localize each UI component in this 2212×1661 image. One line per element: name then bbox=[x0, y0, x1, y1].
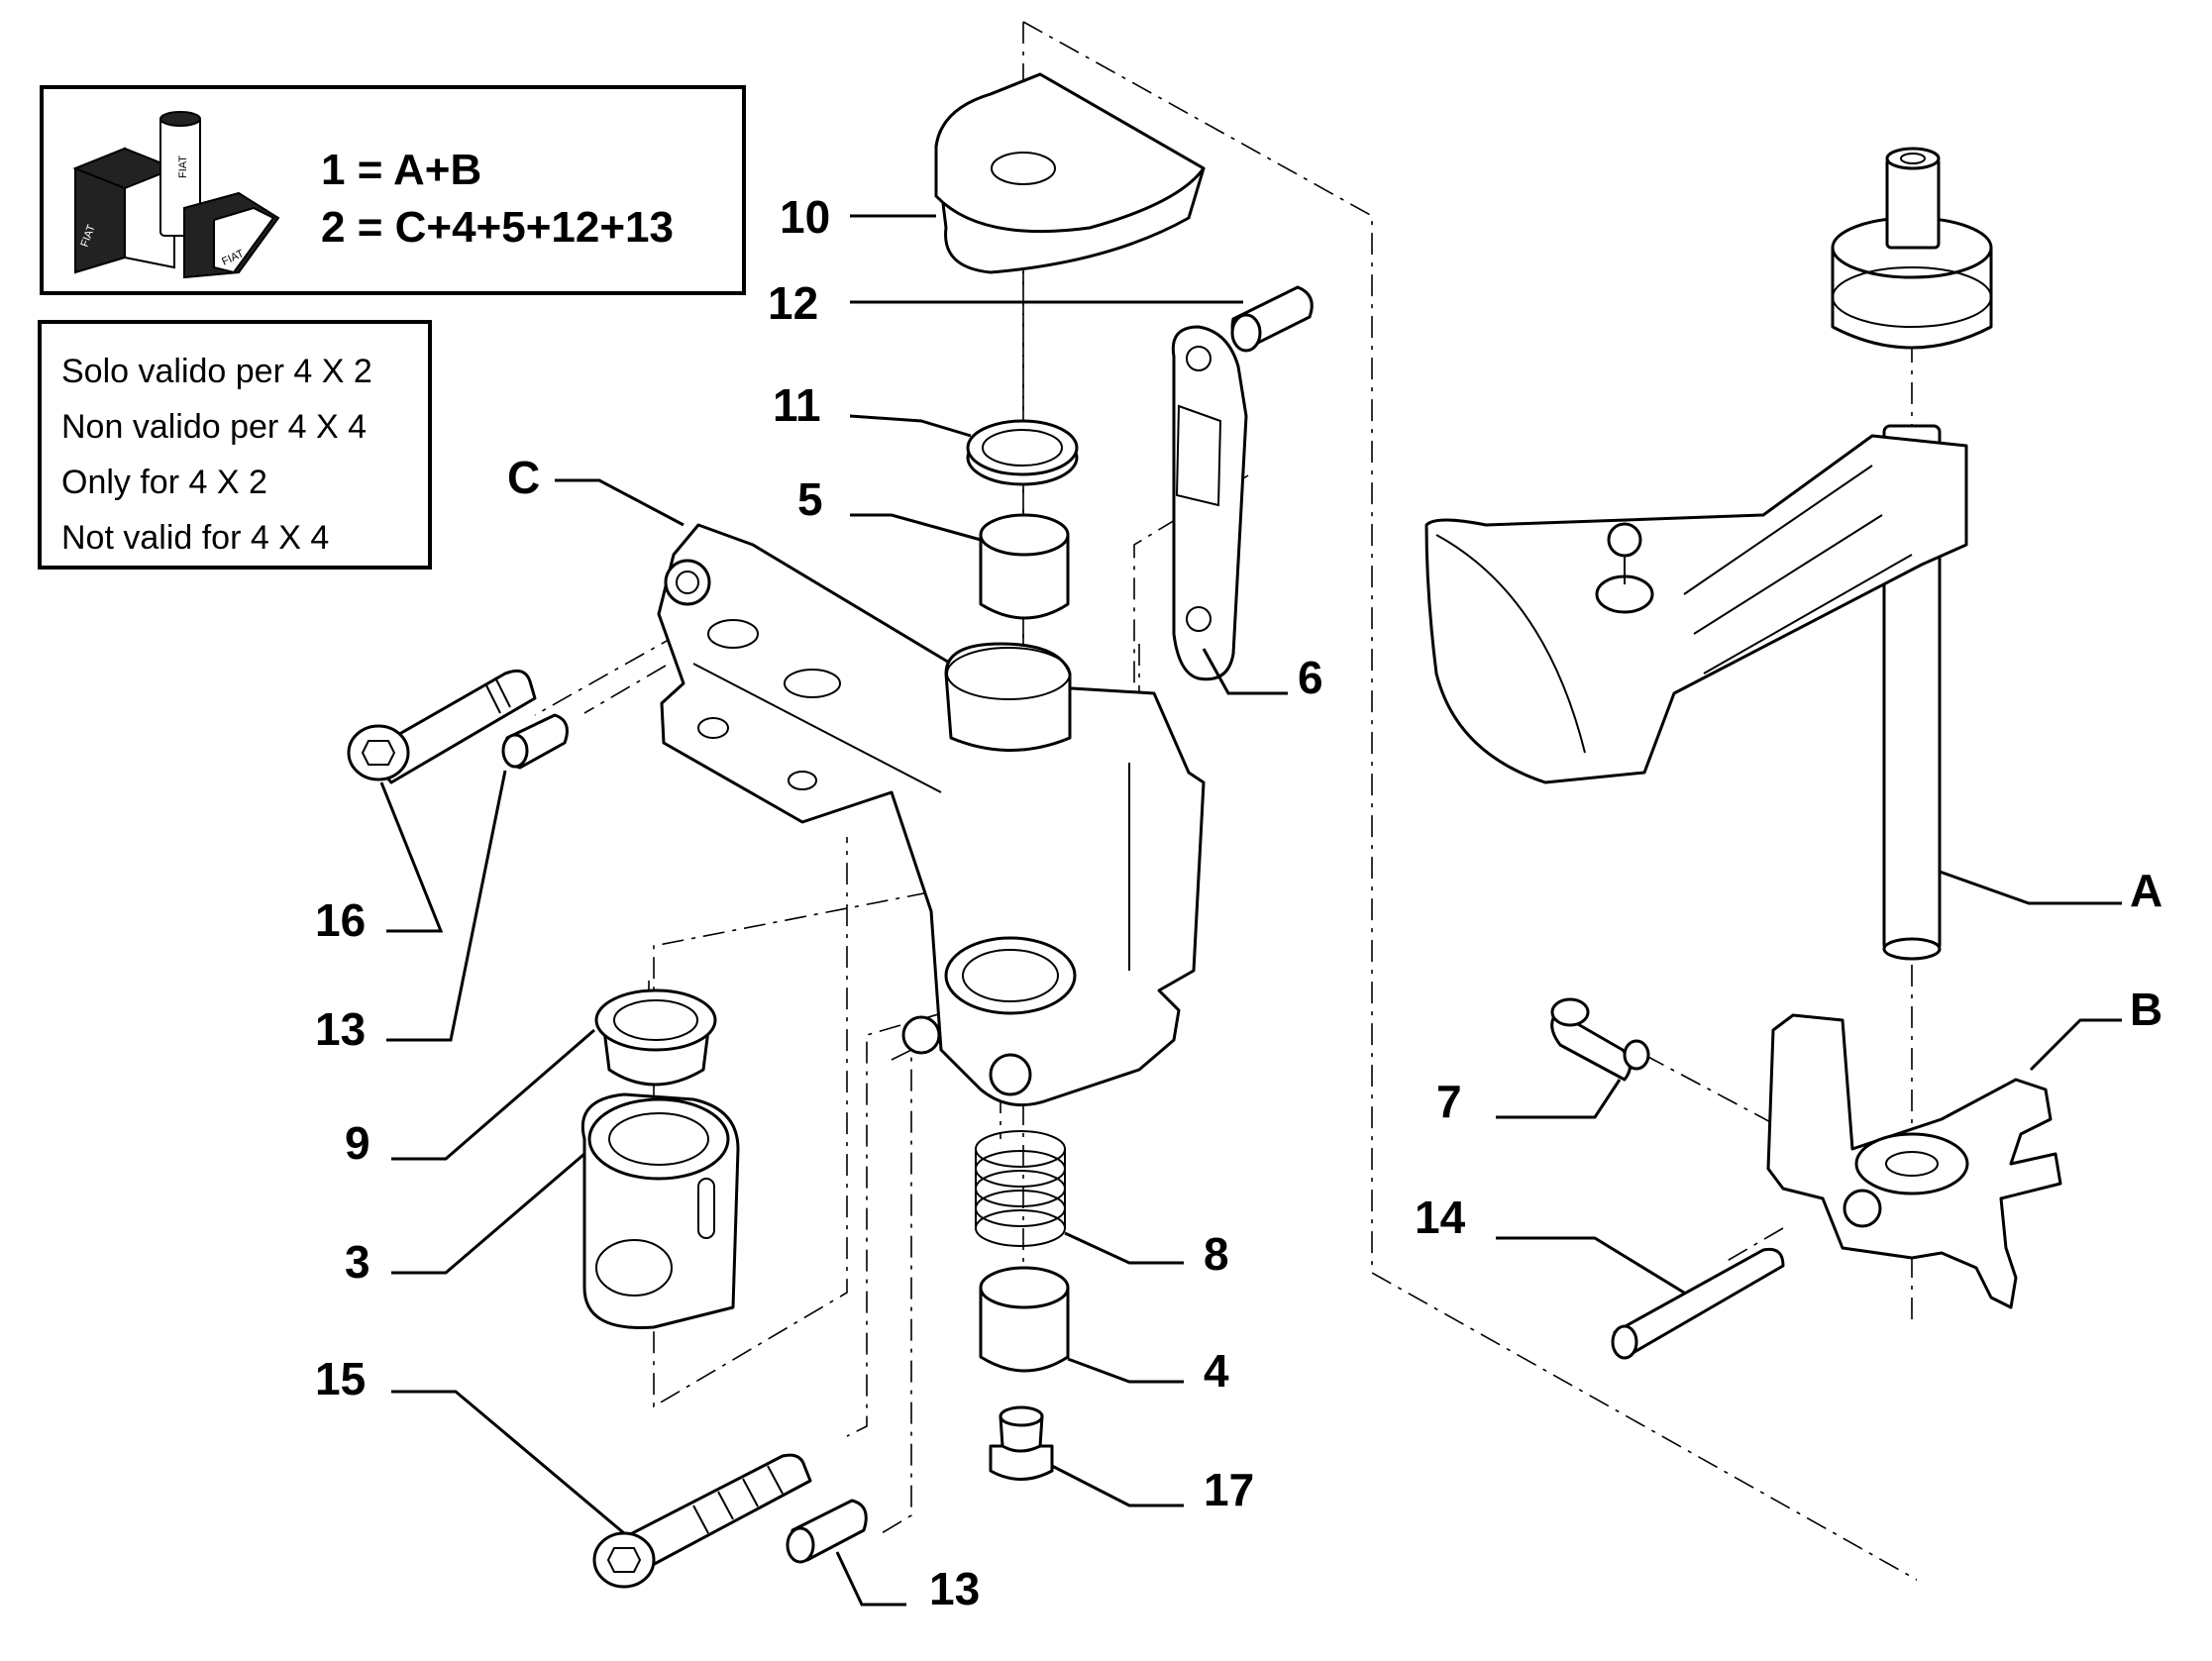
note-line-3: Only for 4 X 2 bbox=[61, 464, 267, 501]
part-15-bolt bbox=[592, 1453, 812, 1589]
part-3-sleeve bbox=[580, 1092, 740, 1329]
callout-11: 11 bbox=[773, 379, 821, 431]
part-8-spring bbox=[975, 1130, 1066, 1247]
part-10-boot bbox=[934, 72, 1206, 274]
callout-9: 9 bbox=[345, 1117, 370, 1169]
part-5-bushing bbox=[979, 513, 1070, 620]
kit-formula-1: 1 = A+B bbox=[321, 146, 482, 194]
note-line-2: Non valido per 4 X 4 bbox=[61, 408, 368, 446]
callout-b: B bbox=[2130, 984, 2162, 1035]
part-9-cap bbox=[594, 988, 717, 1087]
callout-a: A bbox=[2130, 865, 2162, 916]
part-b-finger bbox=[1766, 1013, 2062, 1309]
kit-formula-2: 2 = C+4+5+12+13 bbox=[321, 203, 674, 252]
callout-13-lower: 13 bbox=[929, 1563, 980, 1614]
part-6-gasket bbox=[1171, 325, 1248, 681]
callout-17: 17 bbox=[1204, 1464, 1254, 1515]
kit-composition-box: FIAT FIAT FIAT 1 = A+B 2 = C+4+5+12+13 bbox=[40, 85, 746, 295]
kit-parts-icon: FIAT FIAT FIAT bbox=[72, 111, 280, 279]
callout-15: 15 bbox=[315, 1353, 366, 1404]
logo-text-2: FIAT bbox=[177, 156, 189, 178]
part-12-pin bbox=[1230, 285, 1314, 353]
callout-4: 4 bbox=[1204, 1345, 1229, 1397]
part-16-bolt bbox=[347, 669, 537, 784]
note-line-4: Not valid for 4 X 4 bbox=[61, 519, 330, 557]
part-13-dowel-upper bbox=[501, 713, 569, 770]
callout-7: 7 bbox=[1436, 1076, 1462, 1127]
validity-note-box: Solo valido per 4 X 2 Non valido per 4 X… bbox=[38, 320, 432, 570]
callout-13-upper: 13 bbox=[315, 1003, 366, 1055]
part-14-rollpin bbox=[1611, 1247, 1785, 1360]
leader-lines bbox=[379, 214, 2122, 1607]
part-4-bushing bbox=[979, 1266, 1070, 1373]
callout-12: 12 bbox=[768, 277, 818, 329]
callout-16: 16 bbox=[315, 894, 366, 946]
part-17-plug bbox=[989, 1405, 1054, 1481]
callout-10: 10 bbox=[780, 191, 830, 243]
callout-5: 5 bbox=[797, 473, 823, 525]
part-11-seal bbox=[966, 419, 1079, 486]
callout-6: 6 bbox=[1298, 652, 1323, 703]
part-13-dowel-lower bbox=[786, 1499, 868, 1564]
callout-c: C bbox=[507, 452, 540, 503]
callout-3: 3 bbox=[345, 1236, 370, 1288]
part-a-shaft bbox=[1424, 147, 1993, 961]
part-c-housing bbox=[657, 523, 1206, 1107]
callout-8: 8 bbox=[1204, 1228, 1229, 1280]
note-line-1: Solo valido per 4 X 2 bbox=[61, 353, 372, 390]
callouts: 10 12 11 5 C 6 16 13 9 3 15 8 4 17 13 A … bbox=[315, 191, 2162, 1614]
part-7-pin bbox=[1550, 997, 1650, 1082]
callout-14: 14 bbox=[1415, 1192, 1466, 1243]
